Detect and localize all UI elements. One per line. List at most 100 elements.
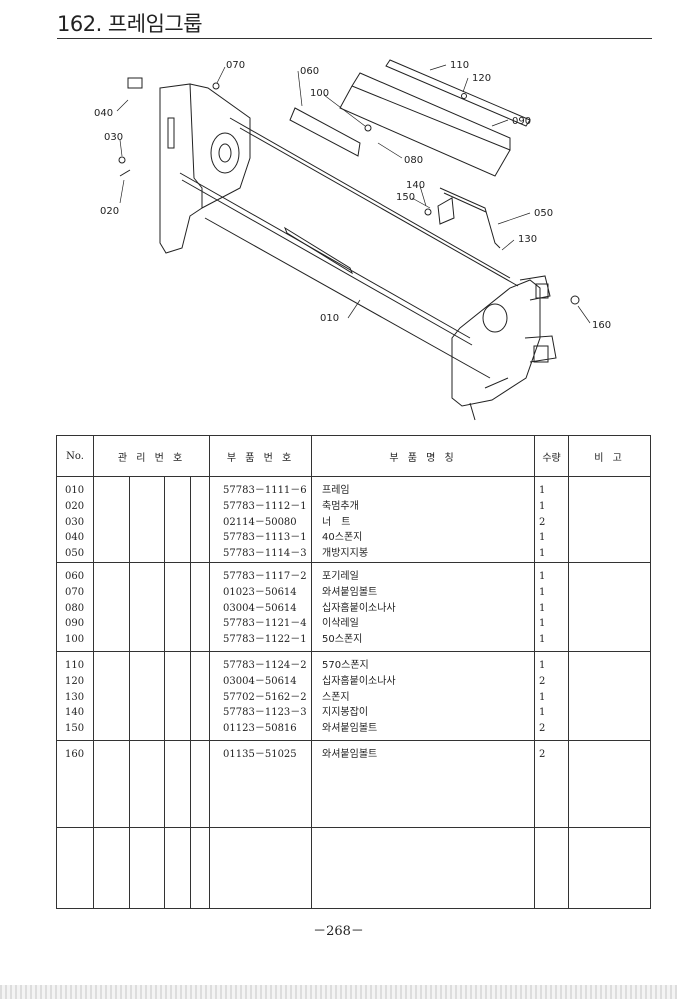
callout-160: 160 <box>592 320 611 331</box>
table-cell-value: 57783－1117－2 <box>223 570 307 582</box>
table-cell-value: 100 <box>65 634 85 646</box>
table-cell-value: 57783－1124－2 <box>223 659 307 671</box>
cell-no: 160 <box>56 739 94 828</box>
callout-020: 020 <box>100 206 119 217</box>
cell-mgmt-1 <box>93 739 130 828</box>
table-cell-value: 2 <box>539 723 546 735</box>
table-cell-value: 1 <box>539 500 546 512</box>
page-number: －268－ <box>313 924 364 939</box>
cell-mgmt-2 <box>129 826 165 910</box>
cell-mgmt-3 <box>164 739 191 828</box>
cell-remark <box>568 650 652 741</box>
table-cell-value: 1 <box>539 618 546 630</box>
cell-quantity <box>534 826 570 910</box>
table-row-group: 160 01135－51025 와셔붙임볼트 2 <box>56 739 652 828</box>
table-cell-value: 140 <box>65 707 85 719</box>
header-remark: 비 고 <box>568 435 652 477</box>
cell-mgmt-2 <box>129 561 165 652</box>
cell-quantity: 2 <box>534 739 570 828</box>
callout-050: 050 <box>534 208 553 219</box>
table-cell-value: 1 <box>539 602 546 614</box>
table-cell-value: 040 <box>65 532 85 544</box>
cell-mgmt-3 <box>164 826 191 910</box>
callout-140: 140 <box>406 180 425 191</box>
sponge-040 <box>127 77 143 89</box>
table-cell-value: 와셔붙임볼트 <box>322 723 378 735</box>
table-cell-value: 포기레일 <box>322 570 359 582</box>
table-cell-value: 십자홈붙이소나사 <box>322 675 396 687</box>
rail-090 <box>351 72 511 151</box>
table-cell-value: 010 <box>65 485 85 496</box>
title-rule <box>57 38 652 39</box>
table-header-row: No. 관 리 번 호 부 품 번 호 부 품 명 칭 수량 비 고 <box>56 435 652 477</box>
table-cell-value: 120 <box>65 675 85 687</box>
cell-part-name <box>311 826 536 910</box>
cell-mgmt-3 <box>164 561 191 652</box>
table-cell-value: 130 <box>65 691 85 703</box>
table-cell-value: 프레임 <box>322 485 350 496</box>
table-cell-value: 개방지지봉 <box>322 548 369 560</box>
table-cell-value: 57783－1112－1 <box>223 500 307 512</box>
table-cell-value: 030 <box>65 516 85 528</box>
callout-130: 130 <box>518 234 537 245</box>
cell-mgmt-1 <box>93 650 130 741</box>
cell-no <box>56 826 94 910</box>
table-cell-value: 57783－1122－1 <box>223 634 307 646</box>
header-part-name: 부 품 명 칭 <box>311 435 536 477</box>
table-cell-value: 1 <box>539 707 546 719</box>
sponge-110 <box>385 59 531 127</box>
table-cell-value: 1 <box>539 548 546 560</box>
header-no: No. <box>56 435 94 477</box>
callout-110: 110 <box>450 60 469 71</box>
cell-mgmt-4 <box>189 561 211 652</box>
table-cell-value: 57783－1121－4 <box>223 618 307 630</box>
left-side-plate <box>159 83 203 254</box>
cell-remark <box>568 826 652 910</box>
table-cell-value: 1 <box>539 570 546 582</box>
header-quantity: 수량 <box>534 435 570 477</box>
table-cell-value: 090 <box>65 618 85 630</box>
callout-100: 100 <box>310 88 329 99</box>
table-cell-value: 와셔붙임볼트 <box>322 586 378 598</box>
table-cell-value: 02114－50080 <box>223 516 297 528</box>
table-cell-value: 50스폰지 <box>322 634 363 646</box>
table-cell-value: 080 <box>65 602 85 614</box>
table-cell-value: 150 <box>65 723 85 735</box>
table-cell-value: 03004－50614 <box>223 675 297 687</box>
table-cell-value: 1 <box>539 659 546 671</box>
table-cell-value: 십자홈붙이소나사 <box>322 602 396 614</box>
exploded-parts-diagram: 040 070 060 110 120 100 090 030 080 020 … <box>90 48 650 428</box>
table-cell-value: 1 <box>539 485 546 496</box>
table-cell-value: 와셔붙임볼트 <box>322 748 378 760</box>
table-cell-value: 너 트 <box>322 516 351 528</box>
cell-mgmt-2 <box>129 739 165 828</box>
right-side-plate <box>451 279 541 407</box>
table-cell-value: 40스폰지 <box>322 532 363 544</box>
table-cell-value: 1 <box>539 634 546 646</box>
cell-mgmt-4 <box>189 739 211 828</box>
table-cell-value: 57783－1123－3 <box>223 707 307 719</box>
table-cell-value: 지지봉잡이 <box>322 707 369 719</box>
cell-mgmt-4 <box>189 476 211 563</box>
table-cell-value: 060 <box>65 570 85 582</box>
table-cell-value: 01023－50614 <box>223 586 297 598</box>
header-mgmt-number: 관 리 번 호 <box>92 435 211 477</box>
callout-120: 120 <box>472 73 491 84</box>
rail-060 <box>229 117 511 279</box>
parts-table: No. 관 리 번 호 부 품 번 호 부 품 명 칭 수량 비 고 010 02… <box>56 435 652 910</box>
rod-010 <box>179 172 471 339</box>
scan-edge <box>0 985 677 999</box>
cell-mgmt-4 <box>189 826 211 910</box>
cell-part-number: 01135－51025 <box>209 739 313 828</box>
